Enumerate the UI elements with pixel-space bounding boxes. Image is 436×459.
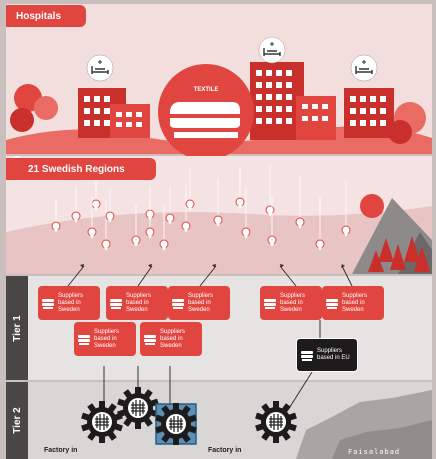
textile-stack-icon <box>301 351 313 361</box>
location-pin-icon <box>145 227 155 237</box>
pin-tip <box>54 229 58 233</box>
location-pin-icon <box>105 211 115 221</box>
location-pin-icon <box>295 217 305 227</box>
supplier-eu-box: Suppliers based in EU <box>296 338 358 372</box>
location-pin-icon <box>159 239 169 249</box>
pin-tip <box>188 207 192 211</box>
pin-tip <box>238 205 242 209</box>
location-pin-icon <box>265 205 275 215</box>
supplier-label: Suppliers based in Sweden <box>58 292 84 313</box>
location-pin-icon <box>165 213 175 223</box>
gear-factory-icon <box>117 387 159 429</box>
location-pin-icon <box>51 221 61 231</box>
pin-tip <box>268 213 272 217</box>
pin-tip <box>108 219 112 223</box>
supplier-label: Suppliers based in Sweden <box>280 292 306 313</box>
supplier-sweden-box: Suppliers based in Sweden <box>38 286 100 320</box>
pin-tip <box>184 229 188 233</box>
textile-stack-icon <box>172 299 184 309</box>
gear-factory-icon <box>155 403 197 445</box>
tree <box>360 194 384 218</box>
location-pin-icon <box>131 235 141 245</box>
hospital-bed-icon <box>86 54 114 82</box>
map-city-label: Faisalabad <box>348 448 401 456</box>
supplier-label: Suppliers based in Sweden <box>188 292 214 313</box>
textile-stack-icon <box>78 335 90 345</box>
supplier-sweden-box: Suppliers based in Sweden <box>74 322 136 356</box>
location-pin-icon <box>185 199 195 209</box>
supplier-sweden-box: Suppliers based in Sweden <box>168 286 230 320</box>
location-pin-icon <box>87 227 97 237</box>
hospital-building-middle <box>250 62 336 140</box>
pin-tip <box>216 223 220 227</box>
tree <box>10 108 34 132</box>
hospital-bed-icon <box>350 54 378 82</box>
textile-stack-icon <box>110 299 122 309</box>
supplier-sweden-box: Suppliers based in Sweden <box>260 286 322 320</box>
gear-factory-icon <box>81 401 123 443</box>
location-pin-icon <box>181 221 191 231</box>
supplier-label: Suppliers based in Sweden <box>126 292 152 313</box>
pin-tip <box>344 233 348 237</box>
tree <box>34 96 58 120</box>
tier1-arrows <box>67 265 353 287</box>
tier1-label: Tier 1 <box>11 314 23 342</box>
textile-stack-icon <box>326 299 338 309</box>
pin-tip <box>104 247 108 251</box>
textile-stack-icon <box>264 299 276 309</box>
location-pin-icon <box>101 239 111 249</box>
pin-tip <box>270 243 274 247</box>
pin-tip <box>162 247 166 251</box>
supplier-sweden-box: Suppliers based in Sweden <box>322 286 384 320</box>
hospitals-label: Hospitals <box>6 5 86 27</box>
supplier-sweden-box: Suppliers based in Sweden <box>140 322 202 356</box>
tier2-label: Tier 2 <box>11 407 23 434</box>
supplier-label: Suppliers based in Sweden <box>160 328 186 349</box>
supplier-sweden-box: Suppliers based in Sweden <box>106 286 168 320</box>
pin-tip <box>148 235 152 239</box>
gear-factory-icon <box>255 401 297 443</box>
pin-tip <box>90 235 94 239</box>
pin-tip <box>74 219 78 223</box>
tree <box>388 120 412 144</box>
textile-stack-icon <box>144 335 156 345</box>
factory-label-right: Factory in <box>208 447 242 454</box>
location-pin-icon <box>213 215 223 225</box>
supplier-eu-label: Suppliers based in EU <box>317 348 350 361</box>
pin-tip <box>298 225 302 229</box>
pin-tip <box>94 207 98 211</box>
location-pin-icon <box>235 197 245 207</box>
textile-stack-icon <box>42 299 54 309</box>
textile-label: TEXTILE <box>193 87 219 93</box>
tier2-tab: Tier 2 <box>6 382 28 459</box>
location-pin-icon <box>315 239 325 249</box>
regions-hill <box>6 206 432 274</box>
map-region <box>332 420 432 459</box>
pin-tip <box>168 221 172 225</box>
pine-trees <box>368 236 430 272</box>
location-pin-icon <box>71 211 81 221</box>
arrow-up-icon <box>80 264 345 268</box>
factory-label-left: Factory in <box>44 447 78 454</box>
location-pin-icon <box>91 199 101 209</box>
location-pin-icon <box>341 225 351 235</box>
tier1-tab: Tier 1 <box>6 276 28 380</box>
regions-label: 21 Swedish Regions <box>6 158 156 180</box>
pin-tip <box>318 247 322 251</box>
region-pins <box>51 166 351 251</box>
location-pin-icon <box>267 235 277 245</box>
pin-tip <box>134 243 138 247</box>
supplier-label: Suppliers based in Sweden <box>94 328 120 349</box>
hospital-building-right <box>344 88 394 138</box>
supplier-label: Suppliers based in Sweden <box>342 292 368 313</box>
location-pin-icon <box>241 227 251 237</box>
hospital-bed-icon <box>258 36 286 64</box>
pin-tip <box>244 235 248 239</box>
hospital-building-left <box>78 88 150 138</box>
textile-stack-icon <box>158 64 254 160</box>
